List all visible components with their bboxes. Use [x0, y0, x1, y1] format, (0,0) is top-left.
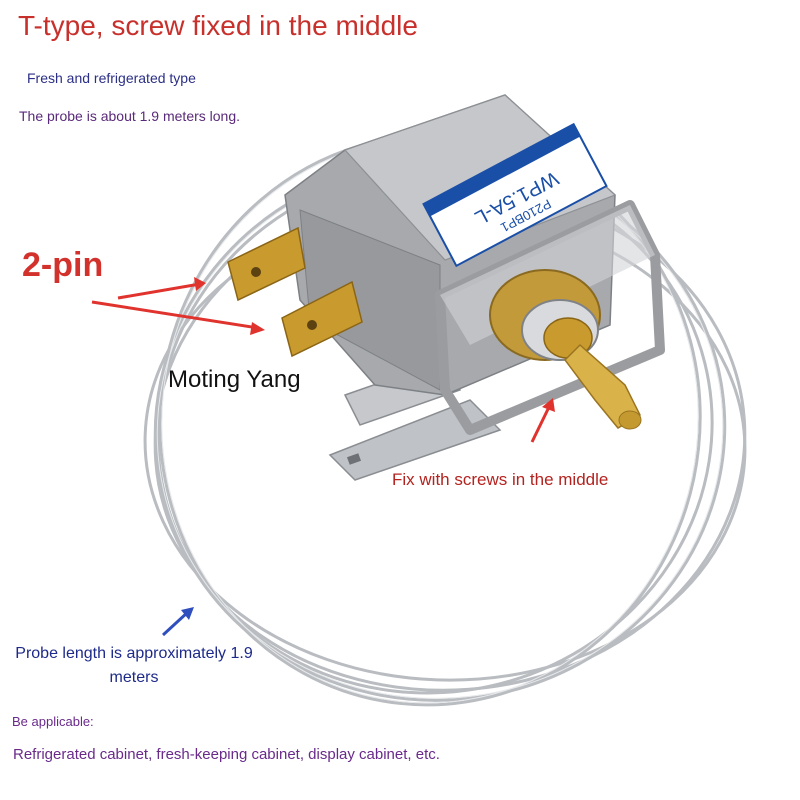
brand-watermark: Moting Yang	[168, 366, 301, 393]
brass-terminals	[227, 226, 363, 358]
fix-screws-label: Fix with screws in the middle	[392, 470, 609, 489]
probe-length-label: Probe length is approximately 1.9 meters	[15, 645, 253, 686]
applicable-examples: Refrigerated cabinet, fresh-keeping cabi…	[13, 746, 440, 763]
probe-length-caption: The probe is about 1.9 meters long.	[19, 108, 241, 124]
headline-title: T-type, screw fixed in the middle	[18, 10, 418, 41]
pin-arrows	[91, 277, 265, 335]
probe-arrow	[161, 607, 194, 637]
fresh-type-caption: Fresh and refrigerated type	[27, 70, 196, 86]
control-shaft	[489, 269, 642, 430]
applicable-heading: Be applicable:	[12, 714, 94, 729]
two-pin-label: 2-pin	[22, 246, 104, 284]
screw-arrow	[530, 398, 555, 443]
product-label: WP1.5A-L P210BP1	[422, 122, 608, 268]
